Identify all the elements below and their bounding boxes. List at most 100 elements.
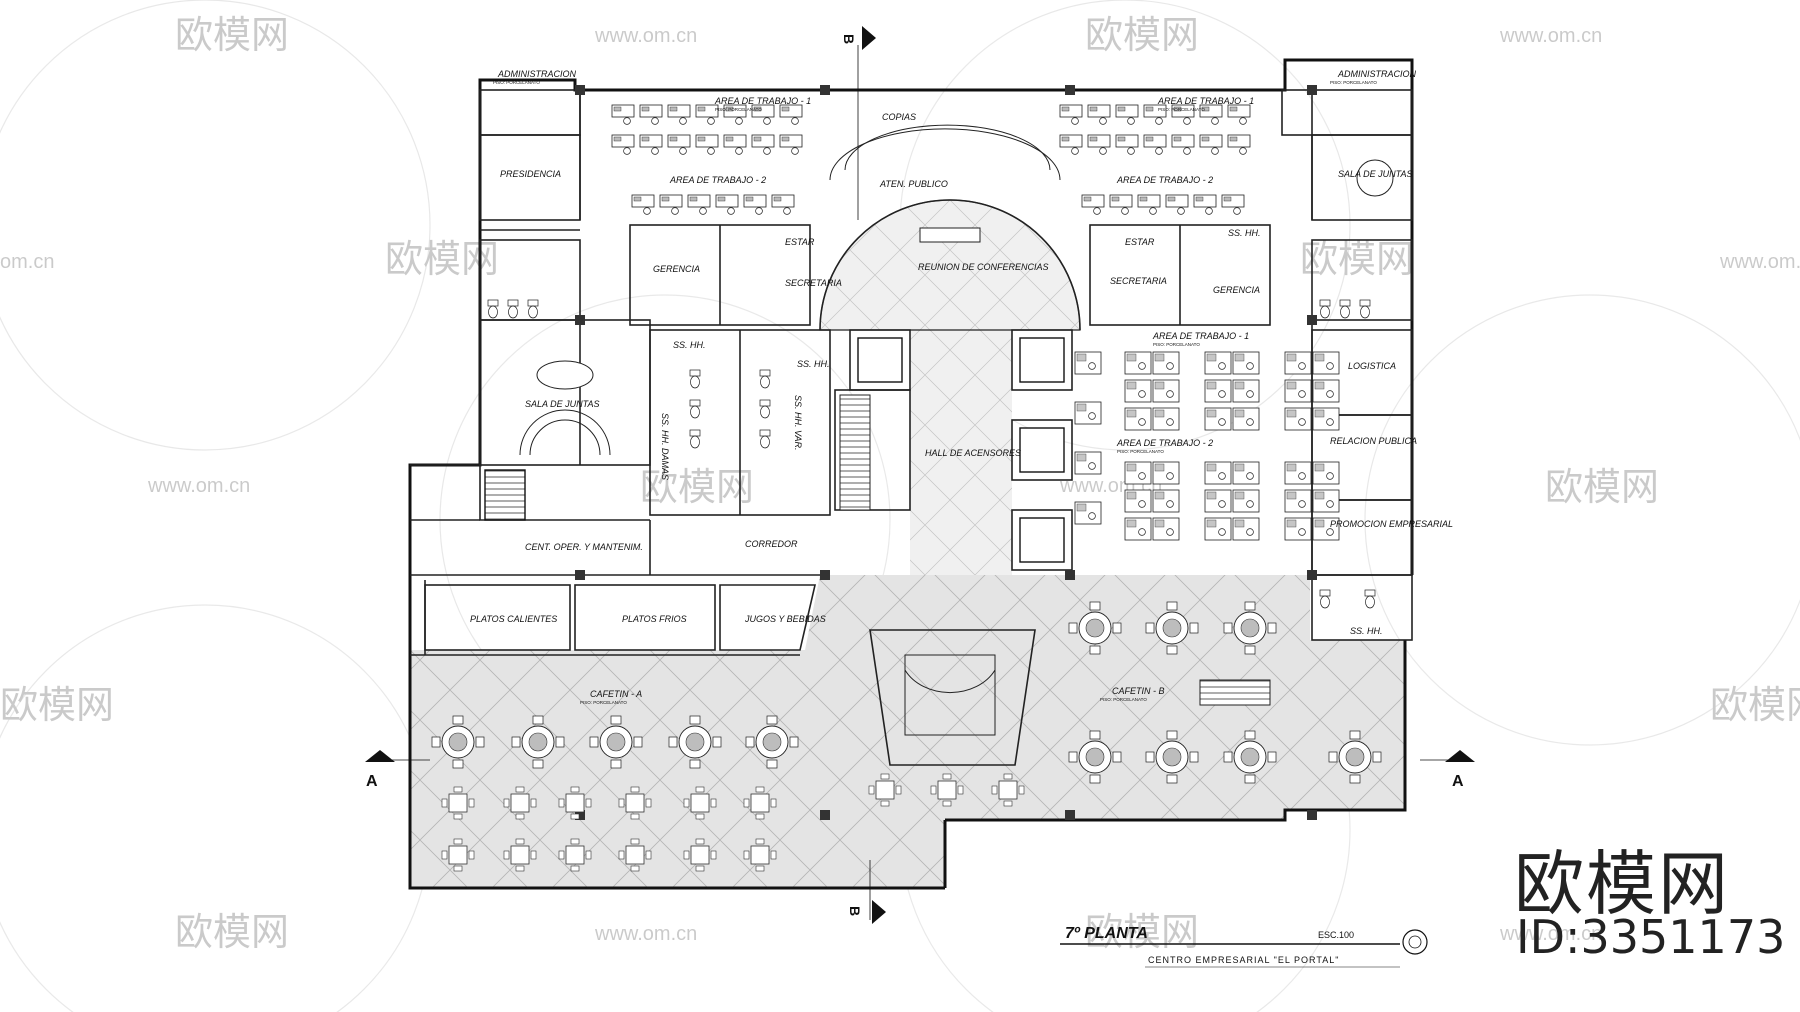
desk — [1059, 104, 1083, 125]
section-b-label-bottom: B — [847, 906, 863, 916]
cubicle — [1204, 379, 1232, 403]
section-marker-b-top: B — [841, 26, 876, 50]
title-block: 7º PLANTA ESC.100 CENTRO EMPRESARIAL "EL… — [1060, 925, 1428, 968]
watermark-logo-1: 欧模网 — [175, 15, 289, 57]
cubicle — [1312, 461, 1340, 485]
label-administracion-right: ADMINISTRACION — [1337, 69, 1417, 79]
finish-note-5: PISO: PORCELANATO — [1153, 342, 1200, 347]
watermark-url-10: www.om.cn — [1499, 923, 1602, 945]
label-ss-hh-bottom-right: SS. HH. — [1350, 626, 1383, 636]
meeting-furniture — [519, 124, 1394, 736]
floor-finish-notes: PISO: PORCELANATO PISO: PORCELANATO PISO… — [493, 80, 1377, 705]
section-marker-b-bottom: B — [847, 900, 886, 924]
label-aten-publico: ATEN. PUBLICO — [879, 179, 948, 189]
cubicle — [1284, 461, 1312, 485]
cubicle — [1284, 379, 1312, 403]
cubicle — [1124, 351, 1152, 375]
desk — [667, 104, 691, 125]
project-name: CENTRO EMPRESARIAL "EL PORTAL" — [1148, 955, 1339, 965]
cubicle — [1152, 489, 1180, 513]
cubicle — [1152, 461, 1180, 485]
label-gerencia-left: GERENCIA — [653, 264, 700, 274]
interior-walls — [410, 89, 1413, 766]
label-promocion-empresarial: PROMOCION EMPRESARIAL — [1330, 519, 1453, 529]
cubicle — [1284, 517, 1312, 541]
label-area-trabajo-2-right: AREA DE TRABAJO - 2 — [1116, 175, 1213, 185]
label-relacion-publica: RELACION PUBLICA — [1330, 436, 1417, 446]
label-logistica: LOGISTICA — [1348, 361, 1396, 371]
desk — [687, 194, 711, 215]
desk — [1227, 104, 1251, 125]
finish-note-7: PISO: PORCELANATO — [580, 700, 627, 705]
section-a-label-left: A — [366, 773, 378, 790]
desk — [779, 134, 803, 155]
watermark-url-5: www.om.cn — [147, 475, 250, 497]
watermark-logo-10: 欧模网 — [175, 912, 289, 954]
cubicle — [1124, 407, 1152, 431]
desk — [611, 104, 635, 125]
cubicle — [1312, 351, 1340, 375]
cubicle — [1204, 351, 1232, 375]
brand-logo-text: 欧模网 — [1514, 843, 1730, 925]
label-ss-hh-2: SS. HH. — [797, 359, 830, 369]
desk — [639, 134, 663, 155]
label-cafetin-b: CAFETIN - B — [1112, 686, 1165, 696]
desk — [1081, 194, 1105, 215]
cubicle — [1204, 407, 1232, 431]
desk — [1087, 134, 1111, 155]
finish-note-1: PISO: PORCELANATO — [493, 80, 540, 85]
elevators — [857, 337, 1065, 563]
label-estar-left: ESTAR — [785, 237, 815, 247]
finish-note-6: PISO: PORCELANATO — [1117, 449, 1164, 454]
label-area-trabajo-1-center: AREA DE TRABAJO - 1 — [1152, 331, 1249, 341]
desk — [631, 194, 655, 215]
cubicle — [1232, 489, 1260, 513]
label-area-trabajo-1-left: AREA DE TRABAJO - 1 — [714, 96, 811, 106]
desk — [639, 104, 663, 125]
desk — [1143, 134, 1167, 155]
cubicle — [1124, 379, 1152, 403]
desk — [743, 194, 767, 215]
label-secretaria-right: SECRETARIA — [1110, 276, 1167, 286]
cubicle — [1284, 407, 1312, 431]
desk — [659, 194, 683, 215]
finish-note-4: PISO: PORCELANATO — [1330, 80, 1377, 85]
watermark-url-1: www.om.cn — [594, 25, 697, 47]
watermark-logo-2: 欧模网 — [1085, 15, 1199, 57]
watermark-logo-6: 欧模网 — [1545, 467, 1659, 509]
watermark-logo-9: 欧模网 — [1710, 685, 1800, 727]
label-area-trabajo-2-left: AREA DE TRABAJO - 2 — [669, 175, 766, 185]
cubicle — [1312, 379, 1340, 403]
desk — [1109, 194, 1133, 215]
desk — [723, 134, 747, 155]
watermark-logo-7: 欧模网 — [0, 685, 114, 727]
desk — [1199, 134, 1223, 155]
desk — [1115, 104, 1139, 125]
cafeteria-floor — [410, 199, 1405, 888]
label-sala-juntas-right: SALA DE JUNTAS — [1338, 169, 1413, 179]
scale-label: ESC.100 — [1318, 930, 1354, 940]
label-gerencia-right: GERENCIA — [1213, 285, 1260, 295]
cubicle — [1284, 489, 1312, 513]
cubicle — [1152, 351, 1180, 375]
label-ss-hh-top-right: SS. HH. — [1228, 228, 1261, 238]
cubicle — [1124, 517, 1152, 541]
label-cent-oper-mant: CENT. OPER. Y MANTENIM. — [525, 542, 643, 552]
watermark-url-3: om.cn — [0, 251, 54, 273]
cubicle — [1074, 351, 1102, 375]
label-copias: COPIAS — [882, 112, 916, 122]
floor-title: 7º PLANTA — [1065, 925, 1148, 942]
desk — [779, 104, 803, 125]
label-cafetin-a: CAFETIN - A — [590, 689, 642, 699]
watermark-url-4: www.om.cn — [1719, 251, 1800, 273]
watermark-logo-3: 欧模网 — [385, 239, 499, 281]
label-ss-hh-damas: SS. HH. DAMAS — [660, 413, 670, 480]
label-sala-juntas-left: SALA DE JUNTAS — [525, 399, 600, 409]
label-platos-calientes: PLATOS CALIENTES — [470, 614, 557, 624]
section-marker-a-right: A — [1445, 750, 1475, 790]
desk — [1137, 194, 1161, 215]
label-estar-right: ESTAR — [1125, 237, 1155, 247]
desk — [1087, 104, 1111, 125]
cubicle — [1152, 379, 1180, 403]
desk — [1165, 194, 1189, 215]
